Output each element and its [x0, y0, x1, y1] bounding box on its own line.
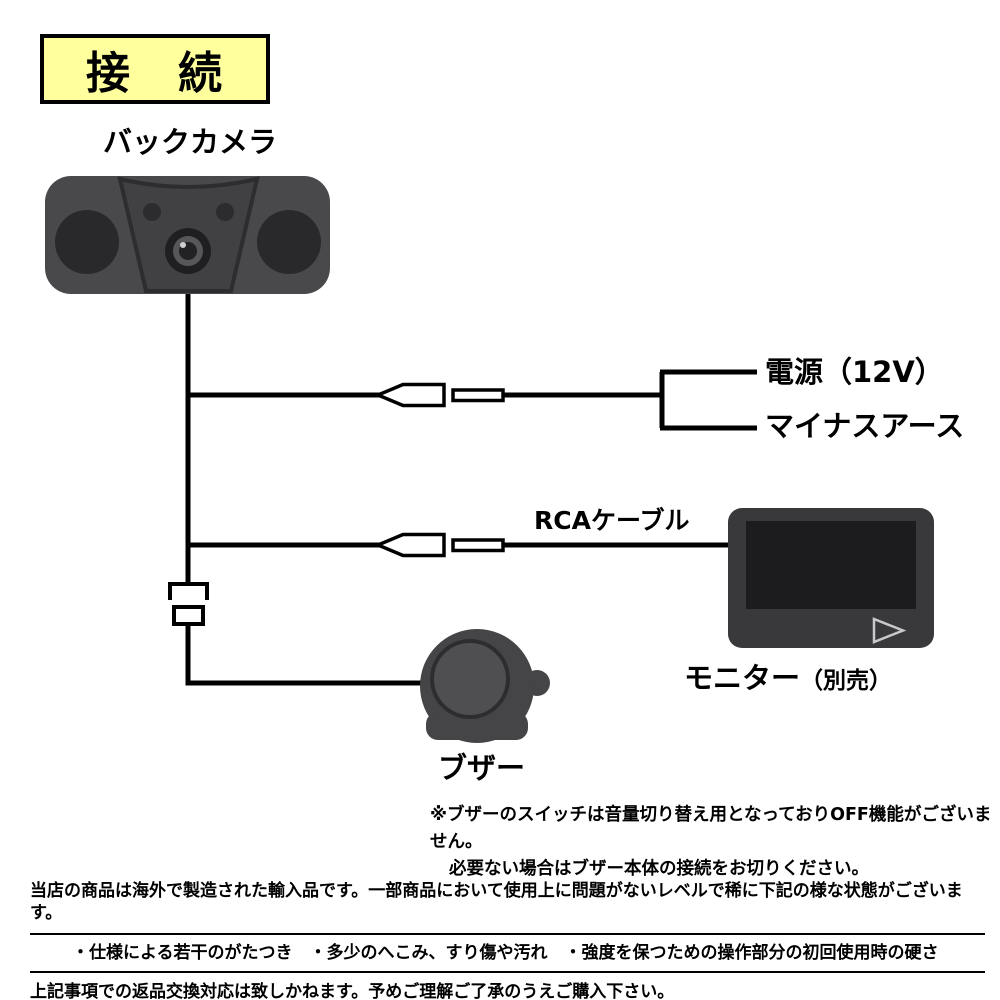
power-connector-plug-icon [373, 382, 505, 408]
disclaimer-line1: 当店の商品は海外で製造された輸入品です。一部商品において使用上に問題がないレベル… [30, 881, 963, 924]
divider [30, 971, 985, 974]
monitor-label-sub: （別売） [800, 668, 893, 694]
backup-camera-illustration [45, 176, 330, 294]
monitor-label: モニター（別売） [684, 661, 893, 695]
rca-connector-plug-icon [373, 532, 505, 558]
play-icon [872, 617, 907, 644]
buzzer-label: ブザー [438, 751, 526, 785]
disclaimer-section: 当店の商品は海外で製造された輸入品です。一部商品において使用上に問題がないレベル… [30, 880, 985, 1000]
buzzer-note-line1: ※ブザーのスイッチは音量切り替え用となっておりOFF機能がございません。 [430, 805, 992, 853]
disclaimer-line2: ・仕様による若干のがたつき ・多少のへこみ、すり傷や汚れ ・強度を保つための操作… [72, 943, 939, 964]
buzzer-note: ※ブザーのスイッチは音量切り替え用となっておりOFF機能がございません。 必要な… [430, 802, 995, 883]
connection-title-box: 接 続 [40, 34, 270, 104]
connection-title: 接 続 [86, 48, 224, 99]
rca-cable-label: RCAケーブル [534, 506, 690, 535]
camera-lens-icon [165, 228, 211, 274]
wires [185, 290, 757, 686]
disclaimer-line3: 上記事項での返品交換対応は致しかねます。予めご理解ご了承のうえご購入下さい。 [30, 982, 675, 1000]
buzzer-note-line2: 必要ない場合はブザー本体の接続をお切りください。 [449, 859, 869, 880]
camera-label: バックカメラ [103, 125, 278, 159]
power-label: 電源（12V） [765, 355, 944, 389]
monitor-illustration [728, 508, 934, 648]
wire-power-fork [659, 369, 757, 431]
camera-left-sensor [55, 210, 119, 274]
buzzer-connector-icon [168, 582, 209, 626]
wire-to-buzzer [185, 624, 424, 686]
monitor-screen [746, 521, 916, 609]
camera-right-sensor [257, 210, 321, 274]
monitor-label-main: モニター [684, 661, 801, 695]
ground-label: マイナスアース [765, 409, 965, 443]
buzzer-illustration [420, 629, 550, 743]
divider [30, 933, 985, 936]
